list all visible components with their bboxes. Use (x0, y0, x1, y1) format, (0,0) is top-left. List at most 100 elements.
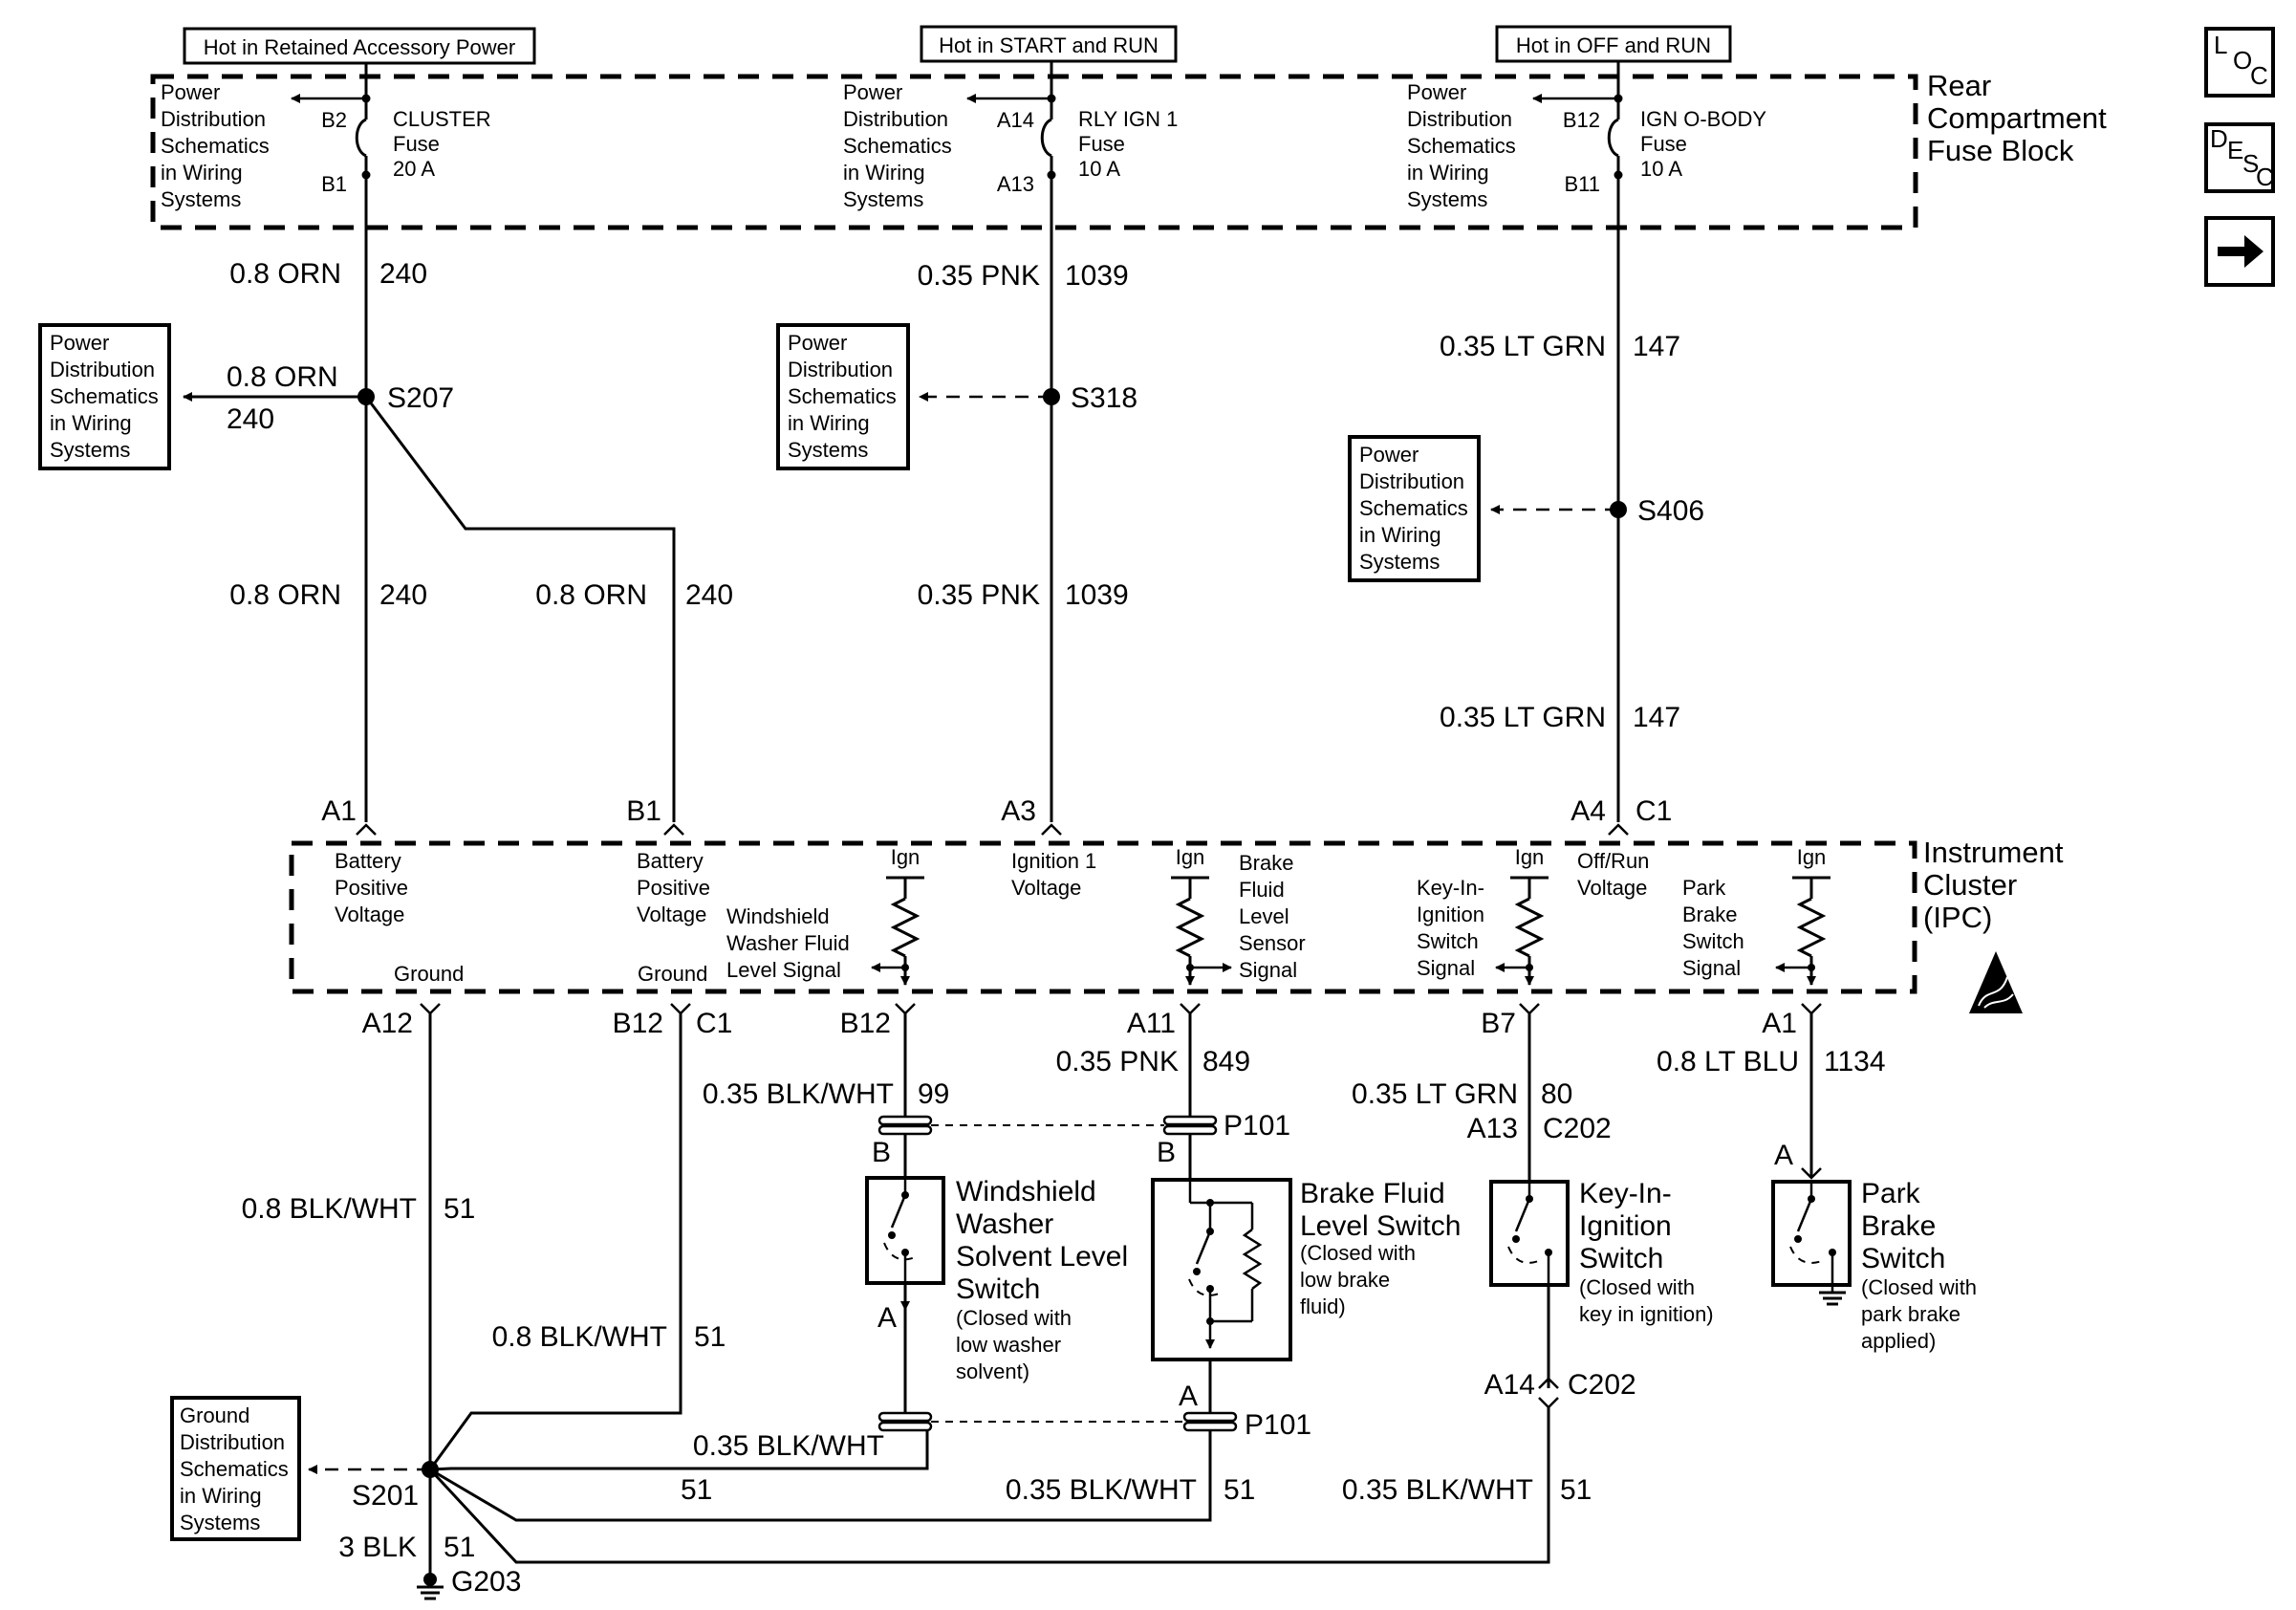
ref-power-s406: Power Distribution Schematics in Wiring … (1348, 435, 1481, 582)
svg-text:Solvent Level: Solvent Level (956, 1241, 1128, 1273)
svg-text:0.8 ORN: 0.8 ORN (229, 579, 341, 611)
svg-text:S201: S201 (352, 1480, 419, 1512)
hot-label-right: Hot in OFF and RUN (1495, 25, 1732, 63)
svg-text:A: A (877, 1302, 897, 1334)
svg-text:Washer Fluid: Washer Fluid (726, 931, 850, 955)
svg-text:Voltage: Voltage (1577, 876, 1647, 900)
svg-text:in Wiring: in Wiring (180, 1484, 262, 1508)
svg-text:20 A: 20 A (393, 157, 435, 181)
hot-label-left: Hot in Retained Accessory Power (183, 27, 536, 65)
switch-key-in-ignition: Key-In- Ignition Switch (Closed with key… (1484, 1178, 1714, 1409)
svg-text:A: A (1774, 1140, 1793, 1171)
svg-text:Hot in OFF and RUN: Hot in OFF and RUN (1516, 33, 1711, 57)
svg-text:Windshield: Windshield (956, 1176, 1096, 1208)
svg-text:0.35 BLK/WHT: 0.35 BLK/WHT (1006, 1474, 1197, 1506)
svg-text:(Closed with: (Closed with (1300, 1241, 1416, 1265)
svg-text:Ground: Ground (180, 1403, 249, 1427)
switch-washer-solvent: Windshield Washer Solvent Level Switch (… (865, 1176, 1128, 1383)
svg-text:Instrument: Instrument (1923, 836, 2064, 869)
svg-text:51: 51 (1560, 1474, 1592, 1506)
svg-text:Fuse Block: Fuse Block (1927, 134, 2074, 167)
circuit-51: S201 0.8 BLK/WHT 51 0.8 BLK/WHT 51 0.35 … (242, 1013, 1592, 1577)
svg-text:B: B (1157, 1137, 1176, 1168)
svg-text:99: 99 (918, 1078, 949, 1110)
svg-text:0.35 BLK/WHT: 0.35 BLK/WHT (1342, 1474, 1533, 1506)
svg-text:Schematics: Schematics (161, 134, 270, 158)
connector-p101-bottom: P101 (1182, 1377, 1311, 1441)
svg-text:80: 80 (1541, 1078, 1572, 1110)
svg-text:Fuse: Fuse (1078, 132, 1125, 156)
svg-text:S207: S207 (387, 382, 454, 414)
svg-text:Distribution: Distribution (788, 358, 893, 381)
svg-text:C: C (2256, 163, 2274, 191)
svg-text:Schematics: Schematics (1407, 134, 1516, 158)
svg-text:Systems: Systems (161, 187, 241, 211)
svg-text:in Wiring: in Wiring (788, 411, 870, 435)
svg-text:P101: P101 (1224, 1110, 1290, 1142)
svg-text:Brake: Brake (1682, 903, 1737, 926)
pullup-resistor-washer: Ign (871, 845, 924, 986)
svg-text:0.35 BLK/WHT: 0.35 BLK/WHT (693, 1430, 884, 1462)
svg-text:0.35 LT GRN: 0.35 LT GRN (1440, 702, 1606, 733)
svg-text:Systems: Systems (788, 438, 868, 462)
ipc-labels: Battery Positive Voltage Battery Positiv… (335, 849, 1744, 986)
svg-text:0.8 LT BLU: 0.8 LT BLU (1657, 1046, 1799, 1077)
svg-text:0.35 PNK: 0.35 PNK (918, 260, 1040, 292)
connector-b-washer: B (872, 1115, 933, 1178)
svg-text:solvent): solvent) (956, 1360, 1029, 1383)
svg-text:A11: A11 (1127, 1008, 1176, 1039)
svg-text:Systems: Systems (180, 1511, 260, 1534)
svg-text:in Wiring: in Wiring (50, 411, 132, 435)
svg-text:0.35 PNK: 0.35 PNK (918, 579, 1040, 611)
svg-text:B12: B12 (1563, 108, 1600, 132)
next-button[interactable] (2204, 216, 2275, 287)
svg-text:S: S (2242, 149, 2259, 178)
svg-text:Battery: Battery (335, 849, 401, 873)
svg-text:Switch: Switch (1682, 929, 1744, 953)
svg-text:Hot in Retained Accessory Powe: Hot in Retained Accessory Power (204, 35, 516, 59)
svg-text:Sensor: Sensor (1239, 931, 1306, 955)
svg-text:B11: B11 (1564, 172, 1600, 196)
svg-text:A: A (1179, 1381, 1198, 1412)
svg-text:Ign: Ign (1797, 845, 1827, 869)
svg-text:G203: G203 (451, 1566, 521, 1598)
svg-text:Level Signal: Level Signal (726, 958, 841, 982)
ground-g203: G203 (417, 1566, 521, 1600)
svg-text:Fuse: Fuse (393, 132, 440, 156)
svg-text:10 A: 10 A (1640, 157, 1682, 181)
svg-text:Switch: Switch (1417, 929, 1479, 953)
svg-text:Ign: Ign (1515, 845, 1545, 869)
svg-text:Ign: Ign (1176, 845, 1205, 869)
circuit-1039: S318 0.35 PNK 1039 0.35 PNK 1039 (918, 220, 1137, 822)
svg-text:Voltage: Voltage (1011, 876, 1081, 900)
ref-ground-s201: Ground Distribution Schematics in Wiring… (170, 1396, 301, 1541)
svg-text:Schematics: Schematics (788, 384, 897, 408)
svg-text:B12: B12 (840, 1008, 891, 1039)
svg-text:fluid): fluid) (1300, 1295, 1346, 1318)
svg-text:in Wiring: in Wiring (1359, 523, 1441, 547)
circuit-1134: 0.8 LT BLU 1134 A (1657, 1013, 1886, 1180)
svg-text:C202: C202 (1543, 1113, 1612, 1144)
svg-text:0.8 ORN: 0.8 ORN (229, 258, 341, 290)
switch-brake-fluid: Brake Fluid Level Switch (Closed with lo… (1151, 1178, 1461, 1412)
svg-text:RLY IGN 1: RLY IGN 1 (1078, 107, 1178, 131)
svg-text:B1: B1 (626, 795, 661, 827)
svg-text:Systems: Systems (843, 187, 923, 211)
esd-warning-icon (1969, 951, 2023, 1013)
desc-button[interactable]: D E S C (2204, 122, 2275, 193)
svg-text:Cluster: Cluster (1923, 868, 2017, 902)
svg-text:IGN O-BODY: IGN O-BODY (1640, 107, 1766, 131)
svg-text:Positive: Positive (637, 876, 710, 900)
svg-text:Power: Power (788, 331, 847, 355)
svg-text:1039: 1039 (1065, 260, 1129, 292)
ref-power-fuse-3: Power Distribution Schematics in Wiring … (1407, 80, 1516, 211)
svg-text:A3: A3 (1001, 795, 1036, 827)
ipc-outline (289, 840, 1917, 994)
svg-text:Distribution: Distribution (180, 1430, 285, 1454)
svg-text:Power: Power (50, 331, 109, 355)
svg-text:Schematics: Schematics (843, 134, 952, 158)
connector-p101-top: P101 B (931, 1110, 1290, 1180)
loc-button[interactable]: L O C (2204, 27, 2275, 98)
svg-text:3 BLK: 3 BLK (338, 1532, 417, 1563)
